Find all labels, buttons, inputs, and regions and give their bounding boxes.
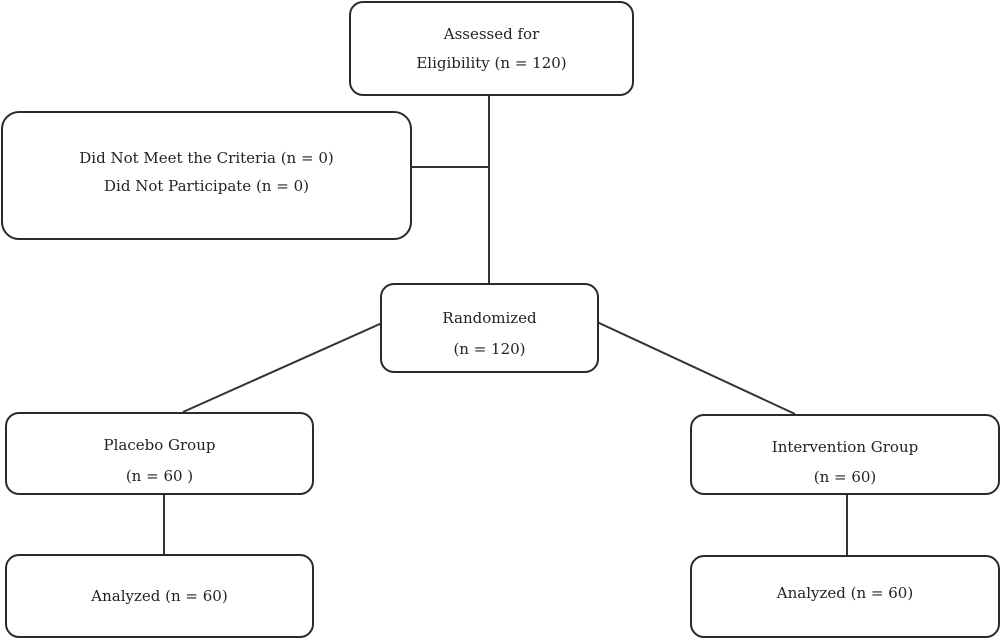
randomized-box: Randomized (n = 120) xyxy=(380,283,599,373)
intervention-analyzed-box: Analyzed (n = 60) xyxy=(690,555,1000,638)
placebo-group-title: Placebo Group xyxy=(103,436,216,454)
connector-randomized-to-intervention xyxy=(596,321,796,415)
connector-randomized-to-placebo xyxy=(182,322,383,413)
placebo-group-box: Placebo Group (n = 60 ) xyxy=(5,412,314,495)
not-meet-criteria-text: Did Not Meet the Criteria (n = 0) xyxy=(79,149,334,167)
eligibility-box: Assessed for Eligibility (n = 120) xyxy=(349,1,634,96)
eligibility-title: Assessed for xyxy=(443,25,540,43)
intervention-analyzed-text: Analyzed (n = 60) xyxy=(776,584,914,602)
intervention-group-count: (n = 60) xyxy=(813,468,877,486)
excluded-box: Did Not Meet the Criteria (n = 0) Did No… xyxy=(1,111,412,240)
eligibility-count: Eligibility (n = 120) xyxy=(416,54,567,72)
placebo-analyzed-box: Analyzed (n = 60) xyxy=(5,554,314,638)
intervention-group-title: Intervention Group xyxy=(771,438,919,456)
randomized-title: Randomized xyxy=(442,309,537,327)
placebo-analyzed-text: Analyzed (n = 60) xyxy=(91,587,228,605)
intervention-group-box: Intervention Group (n = 60) xyxy=(690,414,1000,495)
not-participate-text: Did Not Participate (n = 0) xyxy=(104,177,309,195)
randomized-count: (n = 120) xyxy=(453,340,526,358)
placebo-group-count: (n = 60 ) xyxy=(125,467,194,485)
